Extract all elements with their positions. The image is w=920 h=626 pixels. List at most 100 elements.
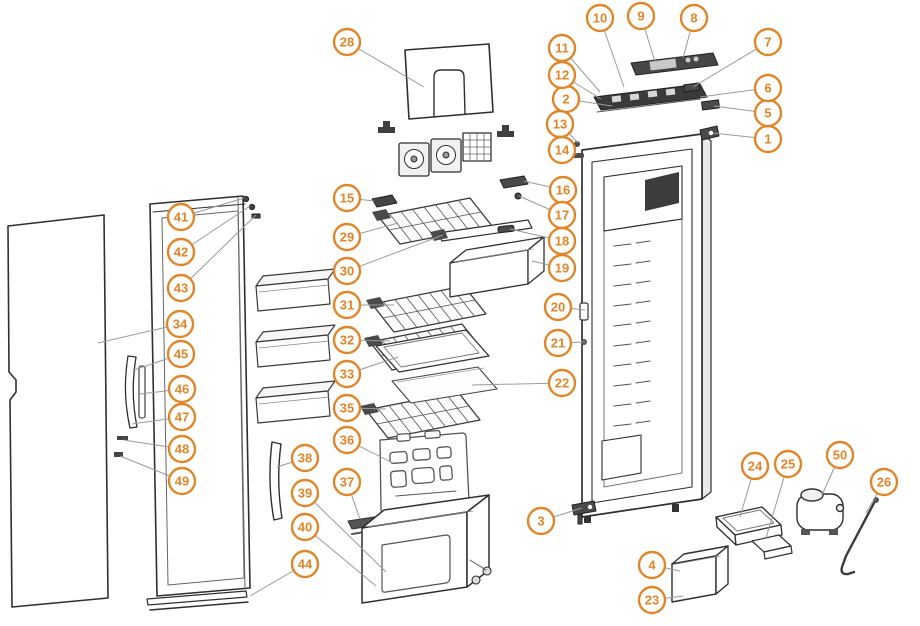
callout-10[interactable]: 10 bbox=[585, 3, 625, 88]
callout-circle[interactable] bbox=[869, 467, 899, 497]
callout-circle[interactable] bbox=[332, 256, 362, 286]
callout-19[interactable]: 19 bbox=[531, 253, 577, 283]
callout-number: 50 bbox=[833, 448, 847, 463]
callout-circle[interactable] bbox=[290, 549, 320, 579]
callout-circle[interactable] bbox=[167, 466, 197, 496]
callout-circle[interactable] bbox=[637, 550, 667, 580]
callout-28[interactable]: 28 bbox=[332, 27, 425, 88]
callout-circle[interactable] bbox=[637, 585, 667, 615]
callout-circle[interactable] bbox=[332, 290, 362, 320]
callout-11[interactable]: 11 bbox=[547, 33, 601, 93]
callout-circle[interactable] bbox=[740, 451, 770, 481]
callout-42[interactable]: 42 bbox=[166, 205, 251, 267]
callout-31[interactable]: 31 bbox=[332, 290, 394, 320]
callout-32[interactable]: 32 bbox=[332, 325, 391, 355]
callout-46[interactable]: 46 bbox=[139, 374, 197, 404]
callout-25[interactable]: 25 bbox=[765, 449, 803, 539]
callout-49[interactable]: 49 bbox=[119, 455, 197, 496]
callout-circle[interactable] bbox=[290, 443, 320, 473]
callout-circle[interactable] bbox=[547, 60, 577, 90]
callout-circle[interactable] bbox=[332, 222, 362, 252]
callout-circle[interactable] bbox=[825, 440, 855, 470]
callout-36[interactable]: 36 bbox=[332, 425, 394, 464]
callout-circle[interactable] bbox=[290, 512, 320, 542]
callout-40[interactable]: 40 bbox=[290, 512, 377, 587]
callout-14[interactable]: 14 bbox=[547, 135, 578, 165]
callout-number: 1 bbox=[764, 132, 771, 147]
callout-circle[interactable] bbox=[332, 183, 362, 213]
callout-circle[interactable] bbox=[332, 425, 362, 455]
callout-45[interactable]: 45 bbox=[133, 339, 196, 371]
callout-21[interactable]: 21 bbox=[543, 328, 586, 358]
callout-circle[interactable] bbox=[166, 237, 196, 267]
callout-circle[interactable] bbox=[547, 135, 577, 165]
door-outer-panel bbox=[7, 214, 109, 608]
callout-8[interactable]: 8 bbox=[679, 3, 709, 59]
callout-circle[interactable] bbox=[526, 506, 556, 536]
callout-17[interactable]: 17 bbox=[518, 195, 577, 230]
callout-number: 42 bbox=[174, 245, 188, 260]
callout-circle[interactable] bbox=[165, 309, 195, 339]
callout-30[interactable]: 30 bbox=[332, 234, 444, 286]
callout-26[interactable]: 26 bbox=[865, 467, 899, 514]
callout-circle[interactable] bbox=[547, 368, 577, 398]
callout-circle[interactable] bbox=[166, 339, 196, 369]
callout-16[interactable]: 16 bbox=[523, 175, 578, 205]
callout-number: 40 bbox=[298, 520, 312, 535]
callout-44[interactable]: 44 bbox=[249, 549, 320, 597]
callout-50[interactable]: 50 bbox=[821, 440, 855, 496]
callout-38[interactable]: 38 bbox=[276, 443, 320, 473]
callout-29[interactable]: 29 bbox=[332, 222, 399, 252]
callout-circle[interactable] bbox=[166, 273, 196, 303]
callout-circle[interactable] bbox=[166, 202, 196, 232]
callout-circle[interactable] bbox=[332, 325, 362, 355]
callout-circle[interactable] bbox=[332, 359, 362, 389]
callout-43[interactable]: 43 bbox=[166, 214, 257, 303]
callout-24[interactable]: 24 bbox=[739, 451, 770, 518]
callout-circle[interactable] bbox=[547, 253, 577, 283]
callout-circle[interactable] bbox=[332, 393, 362, 423]
callout-6[interactable]: 6 bbox=[699, 73, 783, 103]
callout-7[interactable]: 7 bbox=[692, 27, 783, 88]
callout-circle[interactable] bbox=[543, 328, 573, 358]
drain-pan bbox=[715, 506, 783, 546]
callout-15[interactable]: 15 bbox=[332, 183, 375, 213]
callout-48[interactable]: 48 bbox=[123, 434, 197, 464]
callout-13[interactable]: 13 bbox=[545, 109, 579, 144]
callout-20[interactable]: 20 bbox=[543, 292, 586, 322]
leader-line bbox=[471, 382, 563, 386]
crisper-drawer bbox=[449, 236, 545, 298]
callout-5[interactable]: 5 bbox=[713, 98, 783, 128]
callout-circle[interactable] bbox=[626, 1, 656, 31]
callout-circle[interactable] bbox=[167, 434, 197, 464]
callout-circle[interactable] bbox=[679, 3, 709, 33]
callout-34[interactable]: 34 bbox=[97, 309, 195, 344]
callout-4[interactable]: 4 bbox=[637, 550, 681, 580]
callout-12[interactable]: 12 bbox=[547, 60, 602, 100]
callout-9[interactable]: 9 bbox=[626, 1, 656, 63]
callout-3[interactable]: 3 bbox=[526, 506, 583, 536]
callout-circle[interactable] bbox=[753, 27, 783, 57]
callout-23[interactable]: 23 bbox=[637, 585, 684, 615]
callout-circle[interactable] bbox=[332, 467, 362, 497]
callout-35[interactable]: 35 bbox=[332, 393, 387, 423]
callout-47[interactable]: 47 bbox=[131, 402, 197, 432]
callout-33[interactable]: 33 bbox=[332, 356, 399, 389]
callout-number: 13 bbox=[553, 117, 567, 132]
callout-circle[interactable] bbox=[753, 73, 783, 103]
callout-39[interactable]: 39 bbox=[290, 478, 387, 573]
callout-circle[interactable] bbox=[290, 478, 320, 508]
callout-41[interactable]: 41 bbox=[166, 197, 245, 232]
callout-circle[interactable] bbox=[543, 292, 573, 322]
fan-assembly bbox=[398, 138, 462, 177]
callout-circle[interactable] bbox=[167, 374, 197, 404]
callout-circle[interactable] bbox=[332, 27, 362, 57]
callout-circle[interactable] bbox=[167, 402, 197, 432]
callout-1[interactable]: 1 bbox=[712, 124, 783, 154]
callout-circle[interactable] bbox=[773, 449, 803, 479]
callout-number: 46 bbox=[175, 382, 189, 397]
callout-22[interactable]: 22 bbox=[471, 368, 577, 398]
top-cover bbox=[404, 43, 494, 120]
callout-circle[interactable] bbox=[585, 3, 615, 33]
callout-37[interactable]: 37 bbox=[332, 467, 362, 520]
